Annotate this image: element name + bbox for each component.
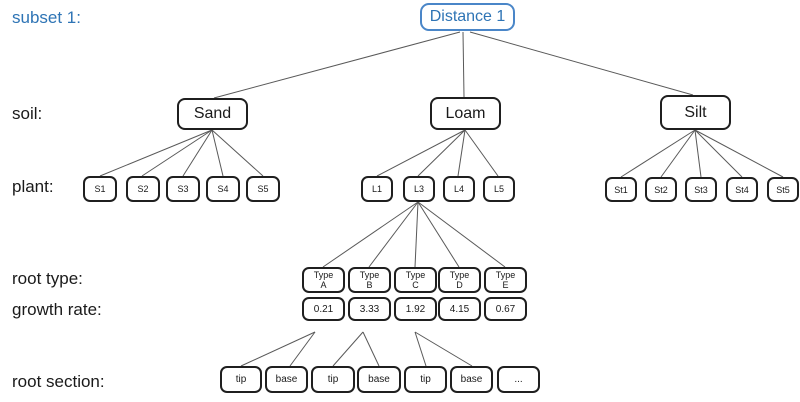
root-type-word: Type xyxy=(359,269,380,280)
node-plant-l3: L3 xyxy=(403,176,435,202)
node-root-type-a: Type A xyxy=(302,267,345,293)
root-section-row-label: root section: xyxy=(12,372,105,391)
node-root-section-tip-2: tip xyxy=(311,366,355,393)
root-type-word: Type xyxy=(449,269,470,280)
node-soil-sand: Sand xyxy=(177,98,248,130)
node-distance-1: Distance 1 xyxy=(420,3,515,31)
node-root-type-c: Type C xyxy=(394,267,437,293)
node-plant-s5: S5 xyxy=(246,176,280,202)
node-soil-loam: Loam xyxy=(430,97,501,130)
root-type-letter: A xyxy=(320,280,327,290)
node-plant-s1: S1 xyxy=(83,176,117,202)
node-growth-rate-a: 0.21 xyxy=(302,297,345,321)
node-plant-st2: St2 xyxy=(645,177,677,202)
node-growth-rate-d: 4.15 xyxy=(438,297,481,321)
node-root-section-base-3: base xyxy=(450,366,493,393)
root-type-letter: C xyxy=(412,280,419,290)
node-root-type-e: Type E xyxy=(484,267,527,293)
root-type-letter: D xyxy=(456,280,463,290)
subset-label: subset 1: xyxy=(12,8,81,27)
node-root-section-ellipsis: ... xyxy=(497,366,540,393)
growth-rate-row-label: growth rate: xyxy=(12,300,102,319)
plant-row-label: plant: xyxy=(12,177,54,196)
node-growth-rate-c: 1.92 xyxy=(394,297,437,321)
node-plant-s2: S2 xyxy=(126,176,160,202)
root-type-letter: E xyxy=(502,280,509,290)
root-type-row-label: root type: xyxy=(12,269,83,288)
node-plant-st4: St4 xyxy=(726,177,758,202)
node-growth-rate-b: 3.33 xyxy=(348,297,391,321)
root-type-word: Type xyxy=(405,269,426,280)
node-plant-st3: St3 xyxy=(685,177,717,202)
node-plant-st5: St5 xyxy=(767,177,799,202)
node-growth-rate-e: 0.67 xyxy=(484,297,527,321)
node-root-section-tip-3: tip xyxy=(404,366,447,393)
soil-row-label: soil: xyxy=(12,104,43,123)
root-type-letter: B xyxy=(366,280,373,290)
node-plant-l1: L1 xyxy=(361,176,393,202)
node-soil-silt: Silt xyxy=(660,95,731,130)
node-root-section-base-1: base xyxy=(265,366,308,393)
node-root-section-base-2: base xyxy=(357,366,401,393)
node-plant-s3: S3 xyxy=(166,176,200,202)
node-plant-s4: S4 xyxy=(206,176,240,202)
node-root-section-tip-1: tip xyxy=(220,366,262,393)
node-plant-st1: St1 xyxy=(605,177,637,202)
node-root-type-d: Type D xyxy=(438,267,481,293)
root-type-word: Type xyxy=(495,269,516,280)
node-plant-l5: L5 xyxy=(483,176,515,202)
node-plant-l4: L4 xyxy=(443,176,475,202)
node-root-type-b: Type B xyxy=(348,267,391,293)
root-type-word: Type xyxy=(313,269,334,280)
